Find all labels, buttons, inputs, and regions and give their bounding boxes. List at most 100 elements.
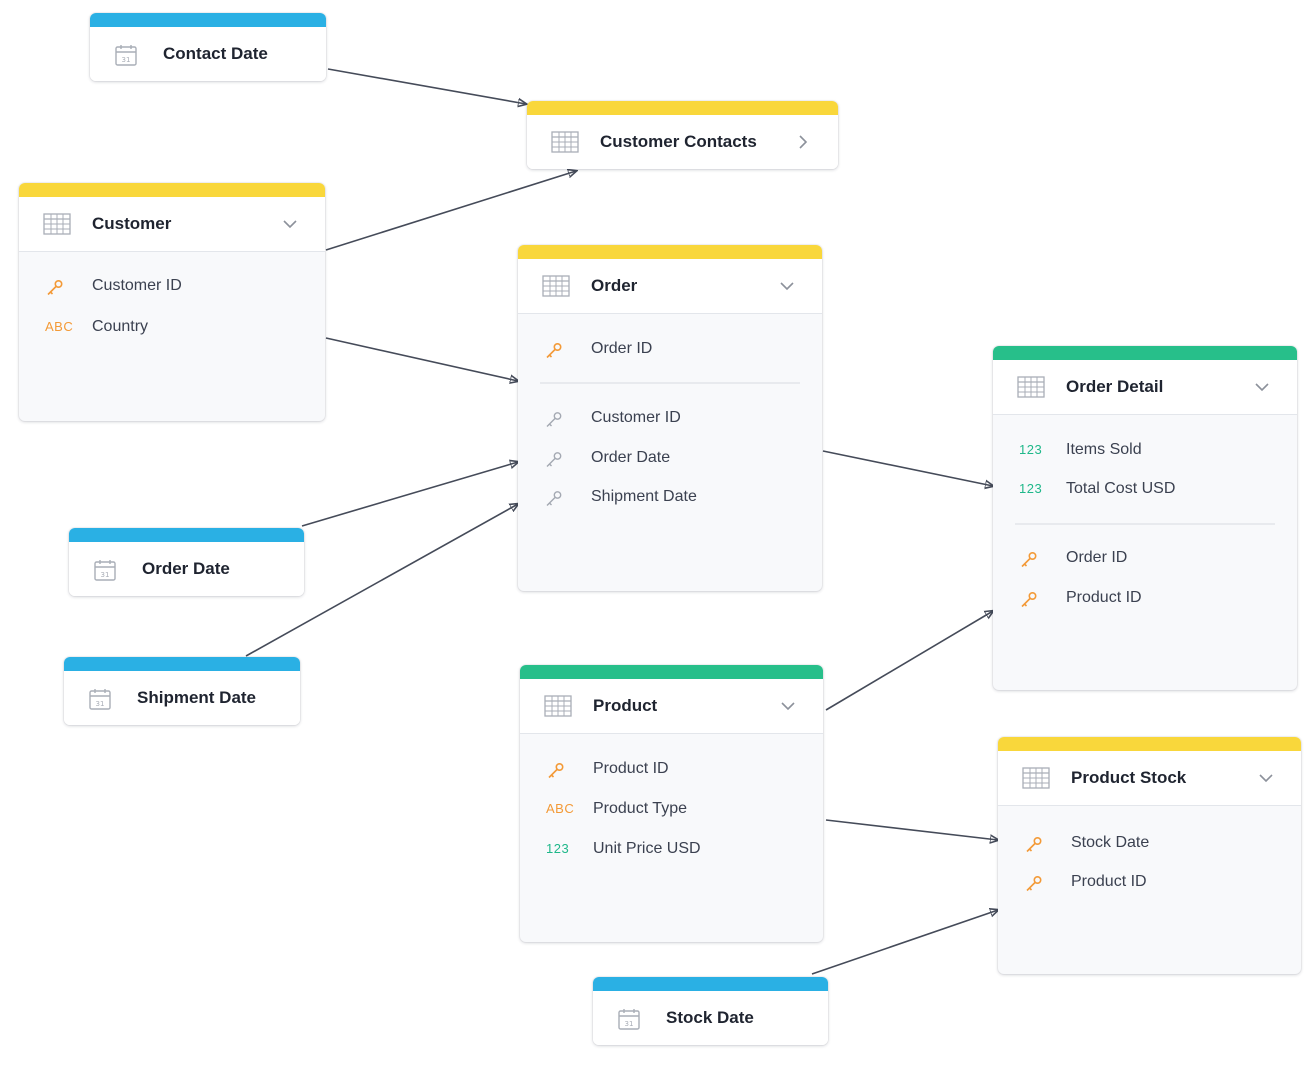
calendar-icon: 31 bbox=[114, 43, 138, 67]
svg-text:31: 31 bbox=[625, 1020, 634, 1028]
node-title: Customer Contacts bbox=[600, 132, 757, 151]
product-stock-node[interactable]: Product Stock Stock Date Product ID bbox=[998, 737, 1301, 974]
field-label: Order ID bbox=[591, 340, 653, 357]
node-header: Product Stock bbox=[998, 751, 1301, 806]
node-title: Stock Date bbox=[666, 1008, 754, 1027]
field-label: Unit Price USD bbox=[593, 840, 701, 857]
node-title: Product bbox=[593, 696, 658, 715]
number-icon: 123 bbox=[1019, 481, 1043, 496]
node-title: Product Stock bbox=[1071, 768, 1187, 787]
field-label: Order Date bbox=[591, 449, 671, 466]
chevron-down-icon[interactable] bbox=[1253, 378, 1271, 396]
field-row[interactable]: Customer ID bbox=[518, 406, 822, 434]
field-label: Shipment Date bbox=[591, 488, 697, 505]
key-icon bbox=[1024, 835, 1054, 855]
order-node[interactable]: Order Order ID Customer ID Order Date Sh… bbox=[518, 245, 822, 591]
field-label: Stock Date bbox=[1071, 834, 1150, 851]
edge-product-to-product-stock bbox=[825, 819, 998, 840]
edge-stock-date-to-product-stock bbox=[811, 910, 998, 975]
edge-contact-date-to-customer-contacts bbox=[327, 68, 526, 104]
svg-text:31: 31 bbox=[122, 56, 131, 64]
key-icon bbox=[1019, 590, 1049, 610]
key-icon bbox=[1024, 874, 1054, 894]
field-label: Product ID bbox=[593, 760, 669, 777]
field-row[interactable]: Product ID bbox=[993, 586, 1297, 614]
node-title: Order Detail bbox=[1066, 377, 1164, 396]
chevron-down-icon[interactable] bbox=[778, 277, 796, 295]
svg-text:31: 31 bbox=[96, 700, 105, 708]
svg-text:31: 31 bbox=[101, 571, 110, 579]
field-row[interactable]: Stock Date bbox=[998, 831, 1301, 859]
shipment-date-node[interactable]: 31 Shipment Date bbox=[64, 657, 300, 725]
field-row[interactable]: ABC Country bbox=[19, 315, 325, 343]
node-header: Order bbox=[518, 259, 822, 314]
field-label: Items Sold bbox=[1066, 441, 1142, 458]
stock-date-node[interactable]: 31 Stock Date bbox=[593, 977, 828, 1045]
abc-icon: ABC bbox=[45, 319, 74, 334]
table-icon bbox=[542, 275, 570, 297]
field-row[interactable]: Order ID bbox=[993, 546, 1297, 574]
node-color-bar bbox=[518, 245, 822, 259]
node-color-bar bbox=[998, 737, 1301, 751]
edge-customer-to-order bbox=[325, 337, 518, 381]
product-node[interactable]: Product Product ID ABC Product Type 123 … bbox=[520, 665, 823, 942]
node-header: Customer bbox=[19, 197, 325, 252]
order-detail-node[interactable]: Order Detail 123 Items Sold 123 Total Co… bbox=[993, 346, 1297, 690]
field-row[interactable]: 123 Items Sold bbox=[993, 438, 1297, 466]
node-title: Order Date bbox=[142, 559, 230, 578]
number-icon: 123 bbox=[546, 841, 570, 856]
chevron-right-icon[interactable] bbox=[794, 133, 812, 151]
node-header: Product bbox=[520, 679, 823, 734]
field-label: Country bbox=[92, 318, 149, 335]
table-icon bbox=[43, 213, 71, 235]
field-row[interactable]: Shipment Date bbox=[518, 485, 822, 513]
number-icon: 123 bbox=[1019, 442, 1043, 457]
field-row[interactable]: Product ID bbox=[998, 870, 1301, 898]
field-label: Product Type bbox=[593, 800, 687, 817]
edge-customer-to-customer-contacts bbox=[325, 171, 576, 251]
node-title: Shipment Date bbox=[137, 688, 257, 707]
field-row[interactable]: 123 Total Cost USD bbox=[993, 477, 1297, 505]
field-label: Product ID bbox=[1066, 589, 1142, 606]
field-divider bbox=[1015, 523, 1275, 525]
node-color-bar bbox=[593, 977, 828, 991]
contact-date-node[interactable]: 31 Contact Date bbox=[90, 13, 326, 81]
field-row[interactable]: 123 Unit Price USD bbox=[520, 837, 823, 865]
chevron-down-icon[interactable] bbox=[779, 697, 797, 715]
field-row[interactable]: Order ID bbox=[518, 337, 822, 365]
edge-product-to-order-detail bbox=[825, 611, 993, 711]
order-date-node[interactable]: 31 Order Date bbox=[69, 528, 304, 596]
field-label: Order ID bbox=[1066, 549, 1128, 566]
abc-icon: ABC bbox=[546, 801, 575, 816]
node-header: Order Detail bbox=[993, 360, 1297, 415]
node-color-bar bbox=[19, 183, 325, 197]
chevron-down-icon[interactable] bbox=[281, 215, 299, 233]
key-icon bbox=[45, 278, 75, 298]
calendar-icon: 31 bbox=[93, 558, 117, 582]
foreign-key-icon bbox=[544, 410, 574, 430]
field-row[interactable]: Customer ID bbox=[19, 274, 325, 302]
node-color-bar bbox=[520, 665, 823, 679]
node-color-bar bbox=[64, 657, 300, 671]
node-header: Customer Contacts bbox=[527, 115, 838, 169]
customer-node[interactable]: Customer Customer ID ABC Country bbox=[19, 183, 325, 421]
node-color-bar bbox=[527, 101, 838, 115]
calendar-icon: 31 bbox=[88, 687, 112, 711]
table-icon bbox=[1017, 376, 1045, 398]
chevron-down-icon[interactable] bbox=[1257, 769, 1275, 787]
field-label: Total Cost USD bbox=[1066, 480, 1176, 497]
table-icon bbox=[1022, 767, 1050, 789]
customer-contacts-node[interactable]: Customer Contacts bbox=[527, 101, 838, 169]
edge-order-to-order-detail bbox=[822, 450, 993, 486]
foreign-key-icon bbox=[544, 450, 574, 470]
field-divider bbox=[540, 382, 800, 384]
field-row[interactable]: ABC Product Type bbox=[520, 797, 823, 825]
field-label: Customer ID bbox=[92, 277, 182, 294]
field-row[interactable]: Order Date bbox=[518, 446, 822, 474]
node-title: Order bbox=[591, 276, 638, 295]
table-icon bbox=[544, 695, 572, 717]
field-row[interactable]: Product ID bbox=[520, 757, 823, 785]
calendar-icon: 31 bbox=[617, 1007, 641, 1031]
key-icon bbox=[544, 341, 574, 361]
key-icon bbox=[1019, 550, 1049, 570]
